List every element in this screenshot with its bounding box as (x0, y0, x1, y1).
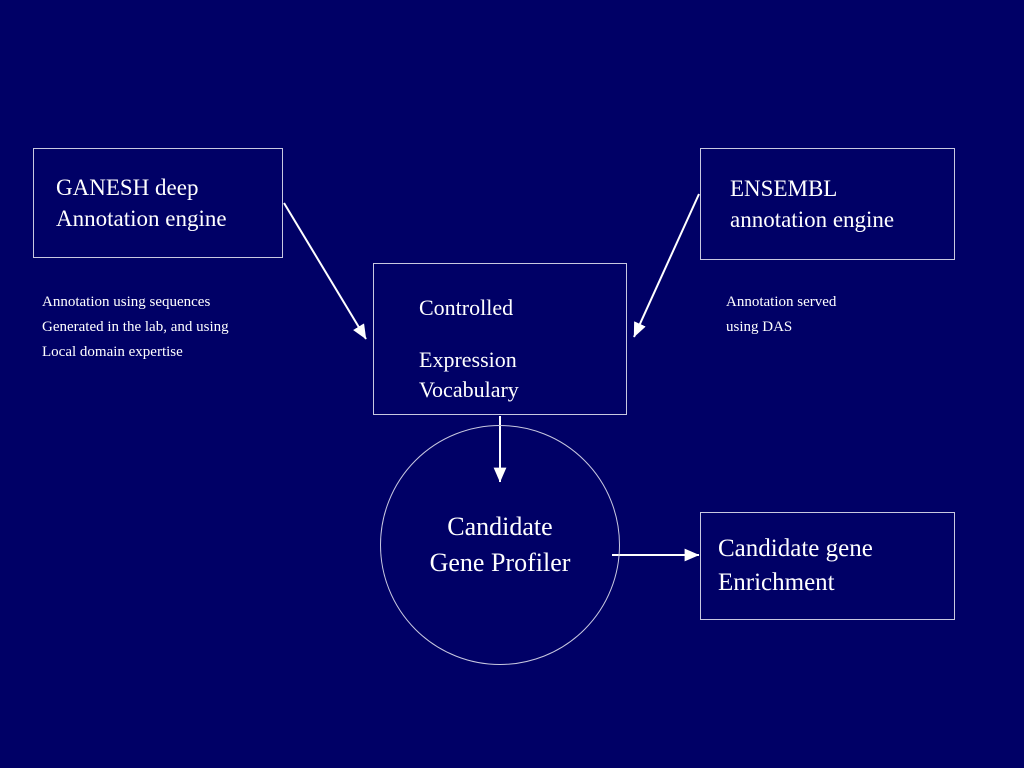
caption-ganesh-note: Annotation using sequences Generated in … (42, 290, 342, 365)
caption-ganesh-line-2: Generated in the lab, and using (42, 319, 229, 335)
node-enrichment-line-2: Enrichment (718, 569, 835, 596)
node-vocabulary-line-1: Controlled (419, 295, 514, 320)
caption-ensembl-line-2: using DAS (726, 319, 793, 335)
node-ensembl-line-1: ENSEMBL (730, 176, 838, 201)
node-candidate-gene-profiler[interactable]: Candidate Gene Profiler (380, 425, 620, 665)
node-ganesh-annotation-engine[interactable]: GANESH deep Annotation engine (33, 148, 283, 258)
caption-ganesh-line-1: Annotation using sequences (42, 294, 211, 310)
node-profiler-line-2: Gene Profiler (429, 548, 571, 577)
node-ganesh-line-2: Annotation engine (56, 206, 227, 231)
connector-ensembl-to-vocabulary (633, 193, 700, 338)
node-enrichment-line-1: Candidate gene (718, 535, 873, 562)
node-ensembl-line-2: annotation engine (730, 207, 895, 232)
caption-ensembl-line-1: Annotation served (726, 294, 837, 310)
node-vocabulary-line-3: Vocabulary (419, 377, 519, 402)
node-candidate-gene-enrichment[interactable]: Candidate gene Enrichment (700, 512, 955, 620)
caption-ganesh-line-3: Local domain expertise (42, 344, 183, 360)
node-ensembl-annotation-engine[interactable]: ENSEMBL annotation engine (700, 148, 955, 260)
caption-ensembl-note: Annotation served using DAS (726, 290, 976, 340)
node-ganesh-line-1: GANESH deep (56, 175, 199, 200)
node-profiler-line-1: Candidate (447, 512, 553, 541)
node-vocabulary-line-2: Expression (419, 347, 517, 372)
node-controlled-expression-vocabulary[interactable]: Controlled Expression Vocabulary (373, 263, 627, 415)
